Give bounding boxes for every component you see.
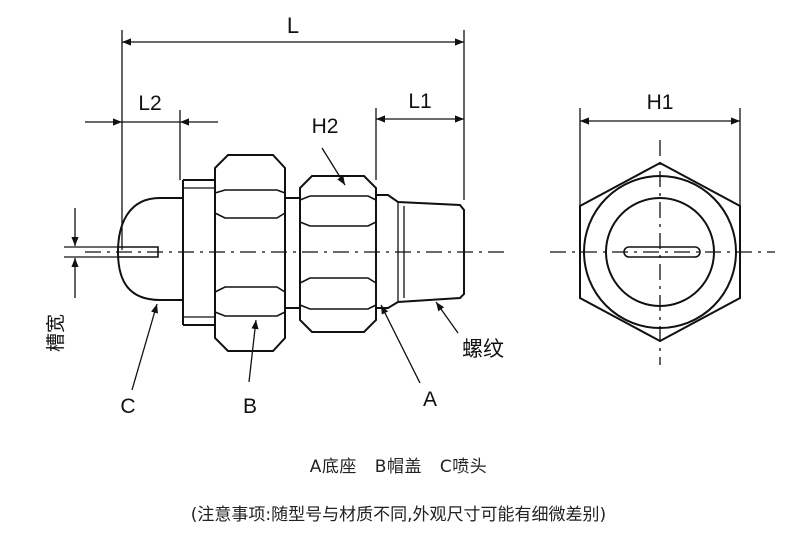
leader-c (131, 303, 158, 391)
legend-c: C喷头 (439, 457, 488, 477)
nozzle-technical-drawing: L L2 L1 H2 H1 C B A 螺纹 槽宽 (45, 13, 775, 418)
label-b: B (243, 395, 257, 418)
label-c: C (120, 395, 135, 418)
legend-b: B帽盖 (374, 457, 422, 477)
thread (376, 194, 465, 309)
side-dimensions (64, 30, 465, 391)
label-l1: L1 (408, 90, 431, 113)
label-l2: L2 (138, 92, 161, 115)
cap-body (182, 179, 215, 326)
base-hex-a (299, 175, 377, 333)
leader-b (248, 319, 259, 383)
end-dimensions (579, 108, 741, 206)
note-text: (注意事项:随型号与材质不同,外观尺寸可能有细微差别) (190, 505, 607, 525)
label-h1: H1 (647, 91, 674, 114)
leader-a (380, 304, 421, 384)
label-slot-width: 槽宽 (45, 314, 67, 352)
label-l: L (287, 13, 299, 38)
slot (117, 246, 159, 258)
cap-hex-b (214, 154, 286, 352)
end-inner-circle (605, 197, 715, 307)
side-view (85, 154, 510, 352)
legend-a: A底座 (309, 457, 357, 477)
end-outer-circle (583, 175, 737, 329)
nozzle-tip-c (116, 197, 183, 301)
leader-thread (435, 301, 459, 334)
label-a: A (423, 388, 437, 411)
leader-h2 (321, 147, 346, 186)
end-slot (623, 246, 701, 258)
parts-legend: A底座 B帽盖 C喷头 (0, 452, 797, 477)
label-thread: 螺纹 (462, 338, 504, 361)
end-view (550, 140, 775, 365)
label-h2: H2 (312, 115, 339, 138)
neck (285, 197, 300, 309)
